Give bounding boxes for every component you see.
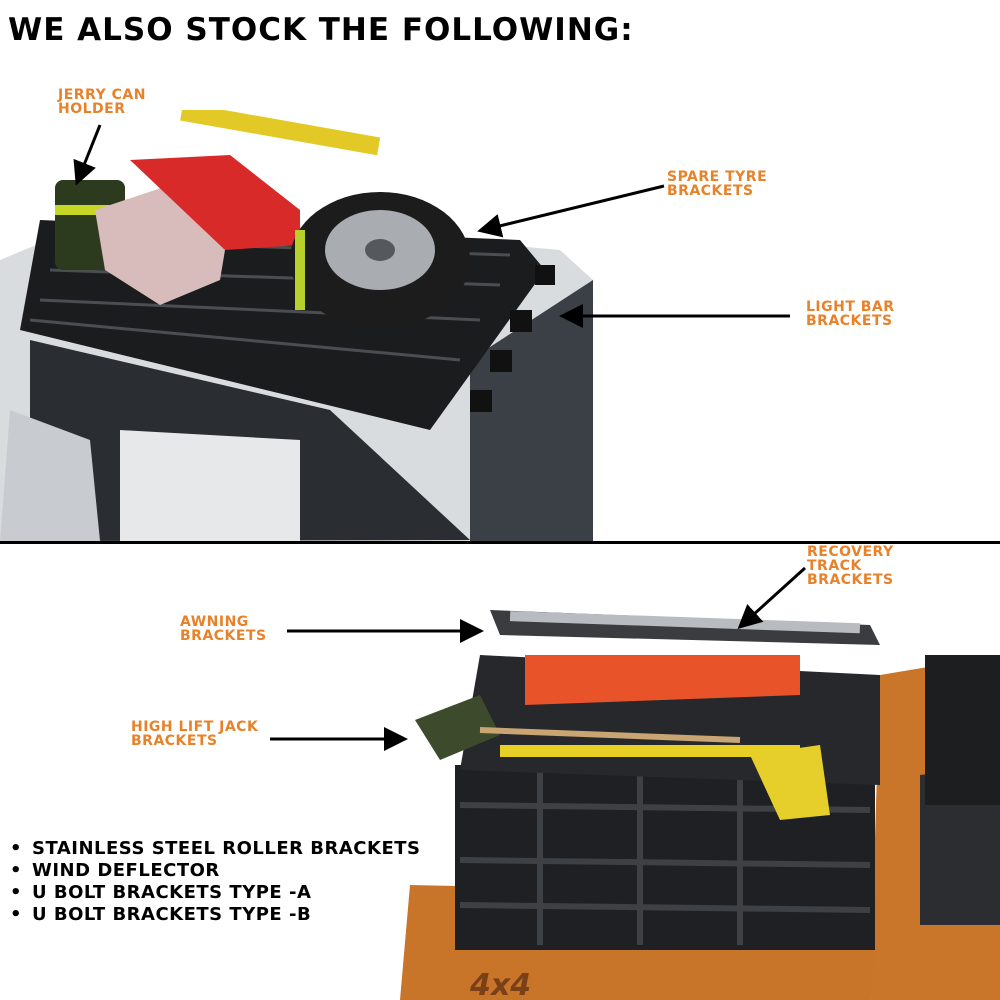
label-line: BRACKETS: [806, 313, 893, 329]
label-recovery-track-brackets: RECOVERY TRACK BRACKETS: [807, 545, 894, 587]
label-line: RECOVERY: [807, 544, 894, 560]
ute-rack-photo: 4x4: [400, 610, 1000, 1000]
badge-4x4: 4x4: [469, 968, 531, 1000]
label-line: BRACKETS: [807, 572, 894, 588]
label-line: HIGH LIFT JACK: [131, 719, 259, 735]
label-line: BRACKETS: [180, 628, 267, 644]
label-jerry-can-holder: JERRY CAN HOLDER: [58, 88, 146, 116]
label-line: BRACKETS: [667, 183, 754, 199]
label-spare-tyre-brackets: SPARE TYRE BRACKETS: [667, 170, 767, 198]
arrow-spare-tyre: [477, 184, 665, 238]
label-line: BRACKETS: [131, 733, 218, 749]
spare-tyre: [290, 192, 470, 328]
label-line: JERRY CAN: [58, 87, 146, 103]
list-item: U BOLT BRACKETS TYPE -B: [10, 904, 421, 926]
label-line: SPARE TYRE: [667, 169, 768, 185]
additional-items-list: STAINLESS STEEL ROLLER BRACKETS WIND DEF…: [10, 838, 421, 926]
arrow-jerry-can: [73, 124, 102, 186]
label-line: AWNING: [180, 614, 249, 630]
shovel: [415, 695, 500, 760]
label-awning-brackets: AWNING BRACKETS: [180, 615, 267, 643]
label-line: LIGHT BAR: [806, 299, 895, 315]
roof-rack-photo: [0, 110, 593, 541]
recovery-tracks: [130, 155, 300, 250]
high-lift-jack: [500, 745, 800, 757]
label-line: TRACK: [807, 558, 862, 574]
list-item: WIND DEFLECTOR: [10, 860, 421, 882]
label-high-lift-jack-brackets: HIGH LIFT JACK BRACKETS: [131, 720, 258, 748]
label-line: HOLDER: [58, 101, 126, 117]
section-divider: [0, 541, 1000, 544]
page-title: WE ALSO STOCK THE FOLLOWING:: [8, 12, 634, 48]
arrow-recovery-track: [737, 566, 807, 630]
list-item: U BOLT BRACKETS TYPE -A: [10, 882, 421, 904]
recovery-track: [525, 655, 800, 705]
list-item: STAINLESS STEEL ROLLER BRACKETS: [10, 838, 421, 860]
label-light-bar-brackets: LIGHT BAR BRACKETS: [806, 300, 895, 328]
